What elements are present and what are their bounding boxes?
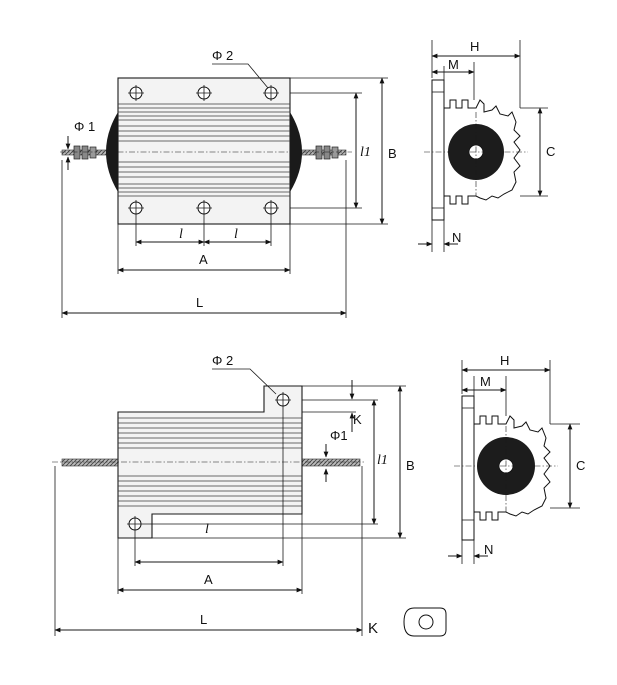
- top-side-C-label: C: [546, 144, 555, 159]
- top-left-lead: [61, 145, 113, 160]
- top-side-view: H M C N: [418, 39, 555, 252]
- bottom-side-view: H M C N: [448, 353, 585, 564]
- bottom-body-fins: [118, 417, 302, 507]
- top-phi1-label: Φ 1: [74, 119, 95, 134]
- top-body-fins: [118, 103, 290, 197]
- bottom-K-dim-label: K: [353, 412, 362, 427]
- top-l1-label: l1: [360, 145, 371, 160]
- top-B-label: B: [388, 146, 397, 161]
- top-phi2-label: Φ 2: [212, 48, 233, 63]
- k-view-tab-icon: [403, 607, 447, 637]
- bottom-left-lead: [61, 458, 119, 467]
- bottom-l-label: l: [205, 522, 209, 537]
- bottom-front-view: Φ 2 Φ1 K l A L l1 B K: [52, 353, 447, 637]
- top-mounting-holes: [128, 85, 279, 216]
- bottom-phi1-label: Φ1: [330, 428, 348, 443]
- top-side-H-label: H: [470, 39, 479, 54]
- top-resistor-body: [117, 77, 291, 225]
- bottom-side-flange: [461, 395, 475, 541]
- bottom-side-H-label: H: [500, 353, 509, 368]
- top-side-M-label: M: [448, 57, 459, 72]
- top-right-lead: [295, 145, 347, 160]
- bottom-side-N-label: N: [484, 542, 493, 557]
- bottom-phi2-label: Φ 2: [212, 353, 233, 368]
- top-A-label: A: [199, 252, 208, 267]
- top-l-left-label: l: [179, 227, 183, 242]
- bottom-A-label: A: [204, 572, 213, 587]
- top-side-flange: [431, 79, 445, 221]
- bottom-K-view-label: K: [368, 620, 378, 637]
- top-L-label: L: [196, 295, 203, 310]
- top-side-N-label: N: [452, 230, 461, 245]
- bottom-side-C-label: C: [576, 458, 585, 473]
- bottom-B-label: B: [406, 458, 415, 473]
- bottom-L-label: L: [200, 612, 207, 627]
- top-l-right-label: l: [234, 227, 238, 242]
- bottom-right-lead: [301, 458, 361, 467]
- top-front-view: Φ 2 Φ 1 l l A L l1 B: [60, 48, 397, 318]
- bottom-side-M-label: M: [480, 374, 491, 389]
- bottom-l1-label: l1: [377, 453, 388, 468]
